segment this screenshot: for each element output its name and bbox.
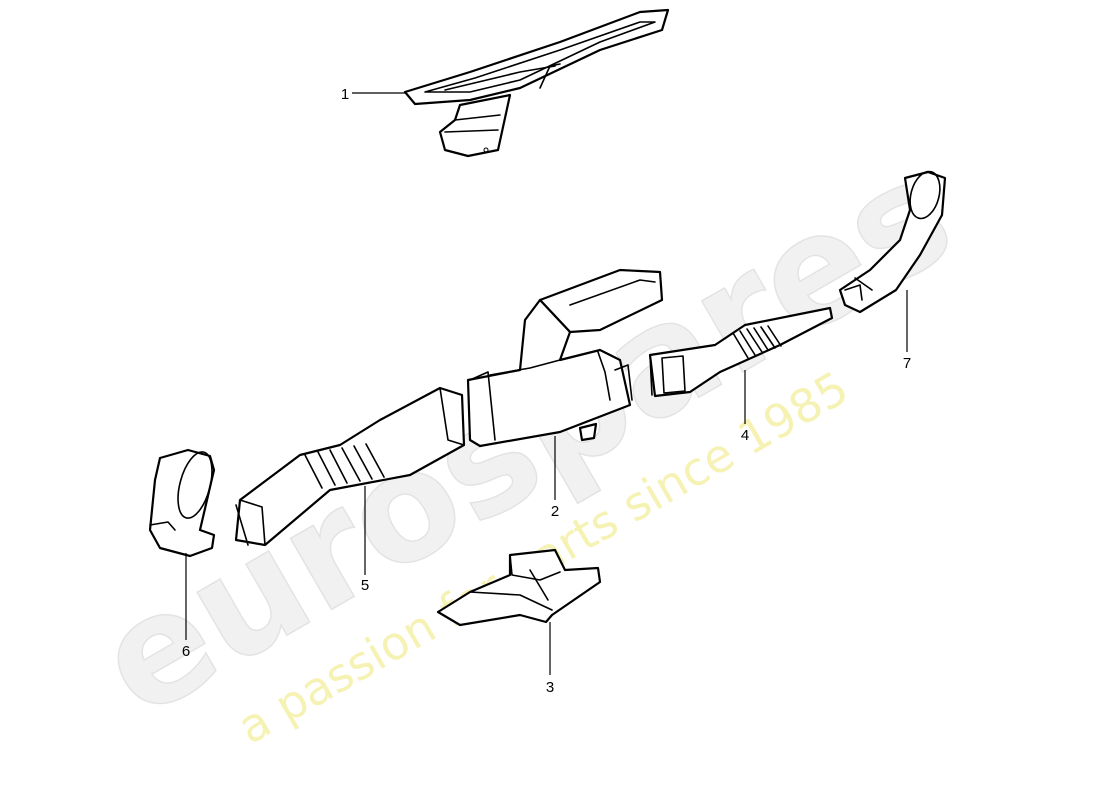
part-4-bellows [732,325,782,359]
part-5-long-duct [234,386,466,547]
callout-labels: 1 2 3 4 5 6 7 [182,86,911,696]
callout-6: 6 [182,643,190,660]
part-5-bellows [304,443,385,489]
part-4-corrugated-duct [648,306,834,398]
part-6-left-outlet [148,448,216,558]
callout-2: 2 [551,503,559,520]
watermark: eurospares a passion for parts since 198… [70,126,980,755]
part-3-lower-duct [436,548,602,627]
part-1-defroster-vent [403,8,670,158]
callout-7: 7 [903,355,911,372]
callout-1: 1 [341,86,349,103]
callout-4: 4 [741,427,749,444]
part-2-central-duct [466,268,664,448]
callout-5: 5 [361,577,369,594]
callout-3: 3 [546,679,554,696]
leader-lines [185,92,908,675]
part-7-right-hose [838,170,947,314]
